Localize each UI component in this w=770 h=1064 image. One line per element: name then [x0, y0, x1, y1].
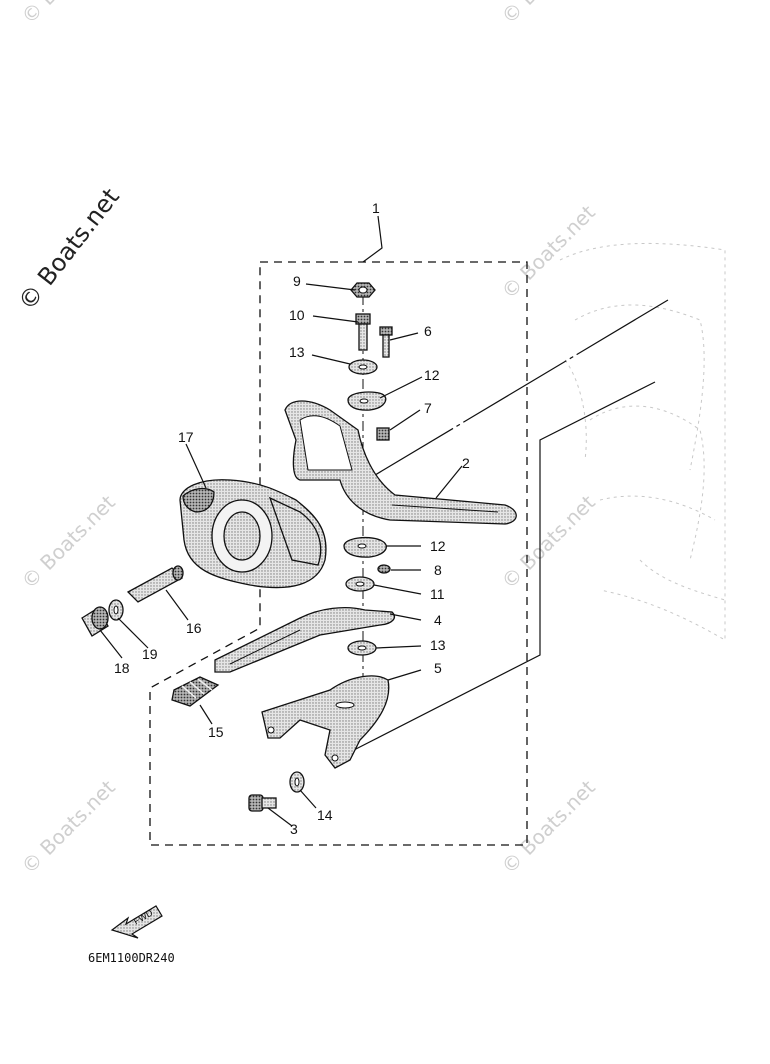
washer-part-13-bottom — [347, 640, 377, 656]
watermark-tile: © Boats.net — [497, 200, 600, 303]
fwd-arrow-icon: FWD — [110, 905, 163, 939]
engine-ghost-outline — [559, 242, 726, 641]
callout-16: 16 — [186, 620, 202, 636]
callout-6: 6 — [424, 323, 432, 339]
callout-2: 2 — [462, 455, 470, 471]
washer-part-14 — [289, 771, 305, 793]
watermark-tile: © Boats.net — [17, 490, 120, 593]
screw-part-6 — [379, 326, 393, 358]
callout-5: 5 — [434, 660, 442, 676]
callout-7: 7 — [424, 400, 432, 416]
collar-part-18 — [81, 606, 109, 637]
bracket-part-5 — [261, 675, 390, 769]
callout-13-bottom: 13 — [430, 637, 446, 653]
watermark-tile: © Boats.net — [17, 0, 120, 29]
washer-part-13-top — [348, 359, 378, 375]
watermark-tile: © Boats.net — [497, 490, 600, 593]
cable-lines — [349, 299, 669, 753]
watermark-tile: © Boats.net — [497, 0, 600, 29]
washer-part-19 — [108, 599, 124, 621]
callout-13-top: 13 — [289, 344, 305, 360]
callout-1: 1 — [372, 200, 380, 216]
washer-part-11 — [345, 576, 375, 592]
plate-part-12-bottom — [343, 536, 387, 558]
callout-18: 18 — [114, 660, 130, 676]
callout-12-top: 12 — [424, 367, 440, 383]
spacer-part-7 — [376, 427, 390, 441]
callout-4: 4 — [434, 612, 442, 628]
callout-19: 19 — [142, 646, 158, 662]
callout-17: 17 — [178, 429, 194, 445]
pad-part-15 — [171, 676, 220, 707]
nut-part-9 — [350, 282, 376, 298]
diagram-code: 6EM1100DR240 — [88, 951, 175, 965]
plate-part-12-top — [347, 391, 387, 411]
housing-part-17 — [179, 479, 327, 589]
callout-labels: 1 2 3 4 5 6 7 8 9 10 11 12 12 13 13 14 1… — [114, 200, 470, 837]
callout-10: 10 — [289, 307, 305, 323]
leader-lines — [99, 215, 463, 827]
callout-12-bottom: 12 — [430, 538, 446, 554]
nut-part-8 — [377, 564, 391, 574]
plate-part-4 — [214, 606, 395, 673]
callout-3: 3 — [290, 821, 298, 837]
bolt-part-10 — [355, 313, 371, 351]
watermark-main: © Boats.net — [13, 183, 125, 316]
callout-14: 14 — [317, 807, 333, 823]
callout-15: 15 — [208, 724, 224, 740]
watermark-tile: © Boats.net — [17, 775, 120, 878]
assembly-boundary — [149, 261, 528, 846]
callout-9: 9 — [293, 273, 301, 289]
callout-8: 8 — [434, 562, 442, 578]
bolt-part-3 — [248, 794, 277, 812]
pin-part-16 — [126, 565, 184, 603]
bracket-part-2 — [284, 400, 517, 525]
callout-11: 11 — [430, 586, 445, 602]
watermark-tile: © Boats.net — [497, 775, 600, 878]
